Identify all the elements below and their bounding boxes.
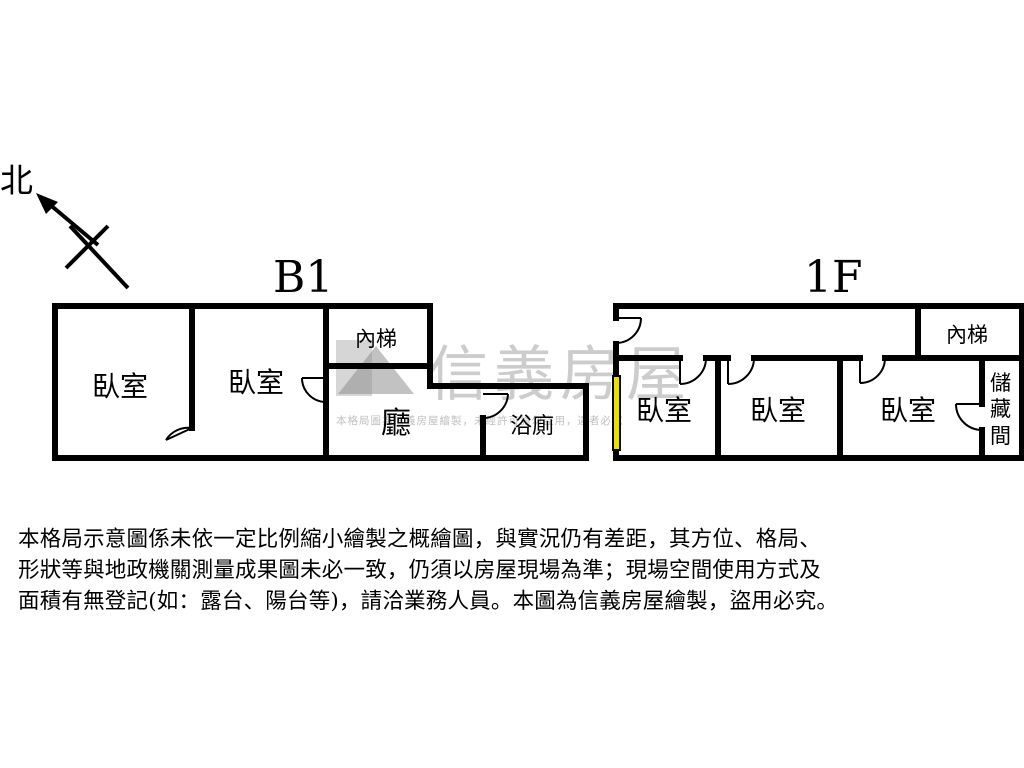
floor-label-1f: 1F [804, 252, 863, 303]
watermark-small-text: 本格局圖為信義房屋繪製，未經許可請勿盜用，違者必究 [336, 414, 624, 427]
floor-plan-drawing: 信義房屋 本格局圖為信義房屋繪製，未經許可請勿盜用，違者必究 北 B1 1F [0, 161, 1024, 461]
north-arrowhead [36, 193, 58, 214]
compass: 北 [0, 161, 130, 290]
f1-storage-label-1: 儲 [990, 371, 1011, 395]
f1-bedroom-2-label: 臥室 [750, 394, 806, 427]
watermark: 信義房屋 本格局圖為信義房屋繪製，未經許可請勿盜用，違者必究 [336, 340, 692, 427]
north-label: 北 [0, 161, 33, 200]
f1-window [612, 375, 621, 451]
f1-storage-label-3: 間 [990, 424, 1011, 448]
f1-room-labels: 臥室 臥室 臥室 內梯 儲 藏 間 [636, 323, 1011, 448]
disclaimer-line: 面積有無登記(如：露台、陽台等)，請洽業務人員。本圖為信義房屋繪製，盜用必究。 [18, 589, 839, 614]
disclaimer-line: 本格局示意圖係未依一定比例縮小繪製之概繪圖，與實況仍有差距，其方位、格局、 [18, 527, 821, 552]
f1-bedroom-1-label: 臥室 [636, 394, 692, 427]
disclaimer-line: 形狀等與地政機關測量成果圖未必一致，仍須以房屋現場為準；現場空間使用方式及 [18, 558, 821, 583]
f1-doors [615, 317, 983, 431]
floor-label-b1: B1 [273, 252, 333, 303]
b1-plan [52, 303, 589, 461]
disclaimer-text: 本格局示意圖係未依一定比例縮小繪製之概繪圖，與實況仍有差距，其方位、格局、 形狀… [18, 524, 1008, 617]
b1-living-label: 廳 [381, 406, 411, 441]
watermark-brand: 信義房屋 [428, 340, 692, 410]
compass-cross-2 [68, 224, 130, 290]
b1-room-labels: 臥室 臥室 內梯 廳 浴廁 [92, 327, 554, 441]
b1-bedroom-2-label: 臥室 [228, 366, 284, 399]
north-arrow [46, 201, 100, 247]
b1-stairs-label: 內梯 [355, 327, 397, 351]
f1-bedroom-3-label: 臥室 [880, 394, 936, 427]
f1-storage-label-2: 藏 [990, 397, 1011, 421]
b1-doors [165, 377, 509, 441]
f1-stairs-label: 內梯 [946, 323, 988, 347]
b1-bathroom-label: 浴廁 [510, 414, 554, 439]
b1-bedroom-1-label: 臥室 [92, 370, 148, 403]
